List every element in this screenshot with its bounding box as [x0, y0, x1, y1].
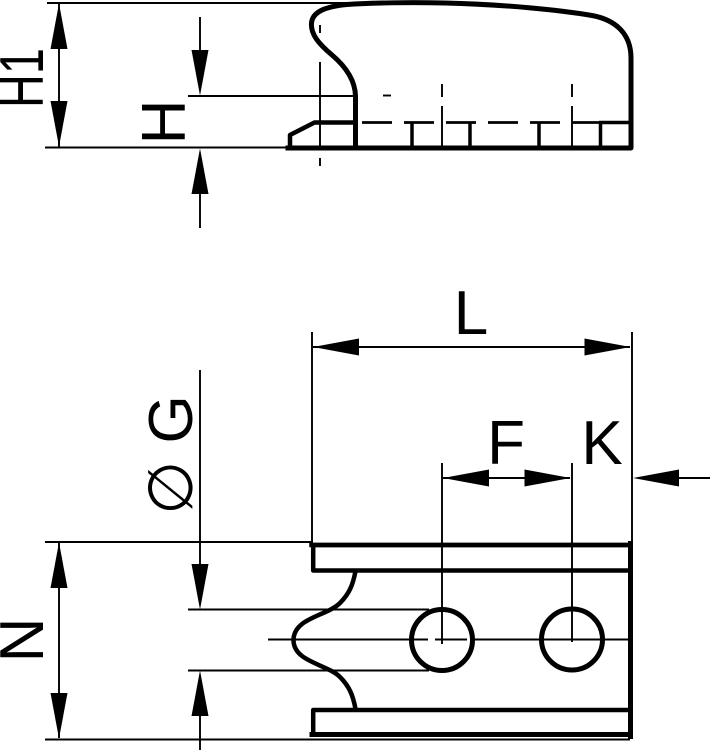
dimension-label-h1: H1 — [0, 48, 57, 108]
plan-top-flange — [310, 542, 633, 573]
n-arrow-up — [50, 542, 68, 588]
dimension-k: K — [581, 409, 710, 487]
k-arrow-left-pointing — [633, 469, 679, 487]
dimension-f: F — [441, 409, 573, 644]
g-arrow-up — [191, 670, 209, 716]
side-view-teeth — [410, 123, 603, 146]
l-arrow-left — [313, 338, 359, 356]
side-view-outline — [285, 0, 634, 151]
dimension-label-g: ∅ G — [137, 395, 206, 514]
dimension-l: L — [311, 279, 633, 542]
dimension-h1: H1 — [0, 2, 400, 149]
dimension-label-h: H — [130, 100, 199, 145]
g-arrow-down — [191, 564, 209, 610]
plan-bottom-flange — [310, 707, 633, 737]
h1-arrow-up — [50, 3, 68, 49]
side-view — [285, 0, 634, 166]
f-arrow-right — [524, 469, 571, 487]
n-arrow-down — [50, 693, 68, 739]
plan-view — [268, 541, 633, 739]
dimension-n: N — [0, 541, 630, 741]
dimension-label-l: L — [454, 279, 488, 348]
dimension-label-k: K — [581, 409, 622, 478]
h1-arrow-down — [50, 101, 68, 147]
h-arrow-down — [191, 50, 209, 96]
dimension-g: ∅ G — [137, 370, 429, 750]
side-view-chamfer-tab — [287, 120, 358, 149]
h-arrow-up — [191, 148, 209, 194]
l-arrow-right — [584, 338, 631, 356]
dimension-label-n: N — [0, 618, 57, 663]
dimension-label-f: F — [487, 409, 525, 478]
dimension-h: H — [130, 17, 355, 228]
f-arrow-left — [443, 469, 489, 487]
